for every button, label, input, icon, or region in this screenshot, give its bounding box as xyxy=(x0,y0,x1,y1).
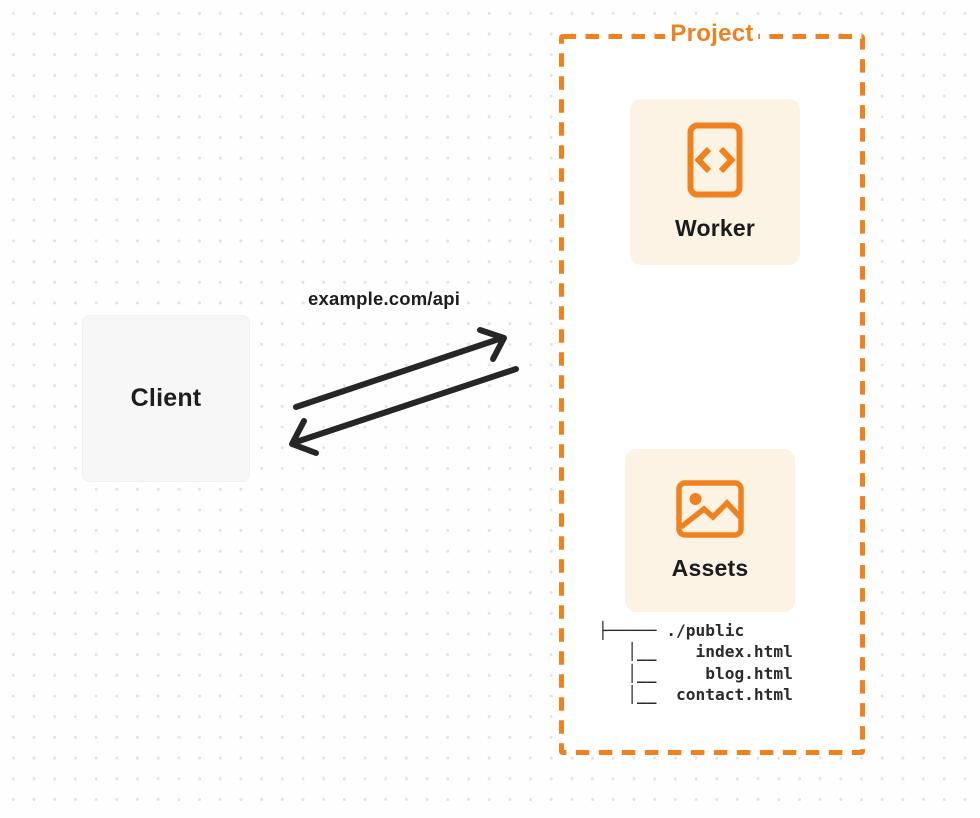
project-boundary: Project Worker Assets ├───── ./public │_… xyxy=(559,20,865,755)
assets-file-tree: ├───── ./public │__ index.html │__ blog.… xyxy=(598,621,793,704)
request-url-label: example.com/api xyxy=(308,288,461,309)
response-arrow xyxy=(289,366,519,456)
image-icon xyxy=(676,479,744,538)
client-node: Client xyxy=(82,315,250,482)
request-arrow xyxy=(293,327,507,410)
project-label: Project xyxy=(665,20,759,48)
worker-label: Worker xyxy=(674,215,756,241)
assets-node: Assets xyxy=(625,449,795,612)
client-label: Client xyxy=(130,384,202,412)
code-document-icon xyxy=(687,122,743,198)
worker-node: Worker xyxy=(630,99,800,265)
assets-label: Assets xyxy=(671,554,749,581)
